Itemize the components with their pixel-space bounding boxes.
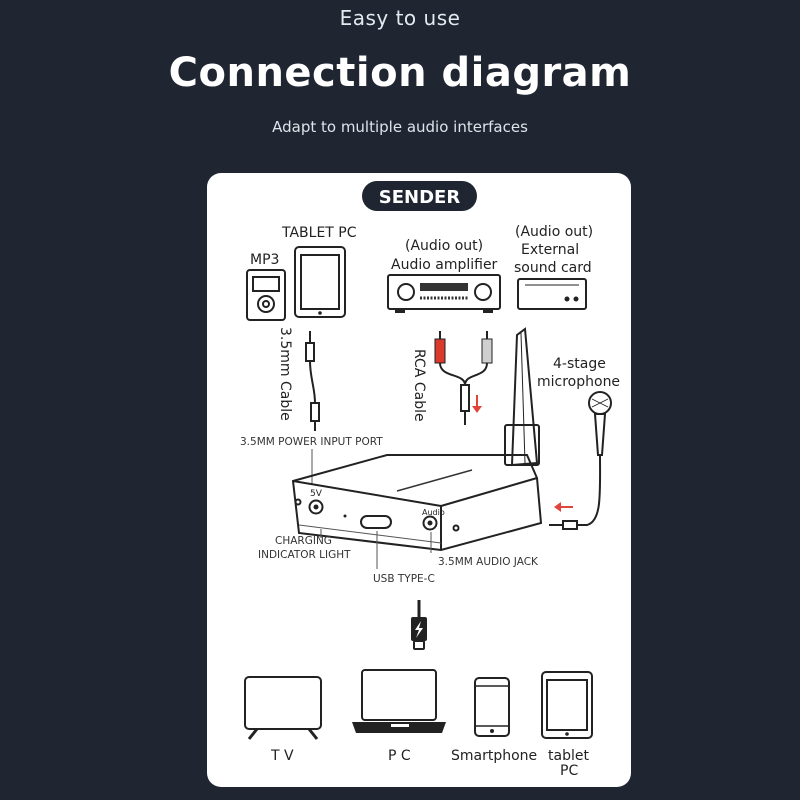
- tablet-pc-label: TABLET PC: [281, 225, 357, 241]
- page-subtitle: Adapt to multiple audio interfaces: [272, 118, 528, 136]
- pc-icon: [352, 669, 446, 733]
- sender-badge: SENDER: [362, 181, 477, 211]
- eyebrow-text: Easy to use: [339, 6, 461, 30]
- tablet-source-icon: [294, 246, 346, 318]
- tablet-target-label-1: tablet: [548, 748, 589, 764]
- sender-device: 5V Audio: [291, 454, 543, 552]
- tablet-target-icon: [541, 671, 593, 739]
- audio-jack-label: 3.5MM AUDIO JACK: [438, 556, 539, 568]
- voltage-mark: 5V: [310, 489, 323, 499]
- tablet-target-label-2: PC: [560, 763, 578, 779]
- page-title: Connection diagram: [168, 50, 632, 96]
- microphone-label-2: microphone: [537, 374, 620, 390]
- antenna-icon: [504, 327, 540, 467]
- cable-35mm-label: 3.5mm Cable: [277, 327, 293, 421]
- power-port-label: 3.5MM POWER INPUT PORT: [240, 436, 383, 448]
- amp-label: Audio amplifier: [391, 257, 498, 273]
- connection-diagram: SENDER TABLET PC MP3 (Audio out) Audio a…: [240, 181, 620, 779]
- sound-card-icon: [517, 278, 587, 310]
- smartphone-label: Smartphone: [451, 748, 537, 764]
- usbc-label: USB TYPE-C: [373, 573, 435, 585]
- charging-label-2: INDICATOR LIGHT: [258, 549, 351, 561]
- connection-diagram-card: SENDER TABLET PC MP3 (Audio out) Audio a…: [207, 173, 631, 787]
- microphone-icon: [549, 391, 612, 530]
- card-external-label: External: [521, 242, 579, 258]
- cable-35mm-icon: [305, 331, 320, 431]
- rca-cable-icon: [434, 331, 493, 425]
- pc-label: P C: [388, 748, 411, 764]
- audio-amplifier-icon: [387, 274, 501, 313]
- charging-label-1: CHARGING: [275, 535, 332, 547]
- smartphone-icon: [474, 677, 510, 737]
- sender-badge-label: SENDER: [379, 187, 461, 208]
- tv-label: T V: [270, 748, 294, 764]
- rca-cable-label: RCA Cable: [411, 349, 427, 422]
- microphone-label-1: 4-stage: [553, 356, 606, 372]
- amp-audio-out-label: (Audio out): [405, 238, 483, 254]
- mp3-player-icon: [246, 269, 286, 321]
- card-audio-out-label: (Audio out): [515, 224, 593, 240]
- audio-port-mark: Audio: [422, 508, 445, 517]
- mp3-label: MP3: [250, 252, 279, 268]
- card-soundcard-label: sound card: [514, 260, 592, 276]
- tv-icon: [244, 676, 322, 740]
- usbc-cable-icon: [411, 600, 427, 650]
